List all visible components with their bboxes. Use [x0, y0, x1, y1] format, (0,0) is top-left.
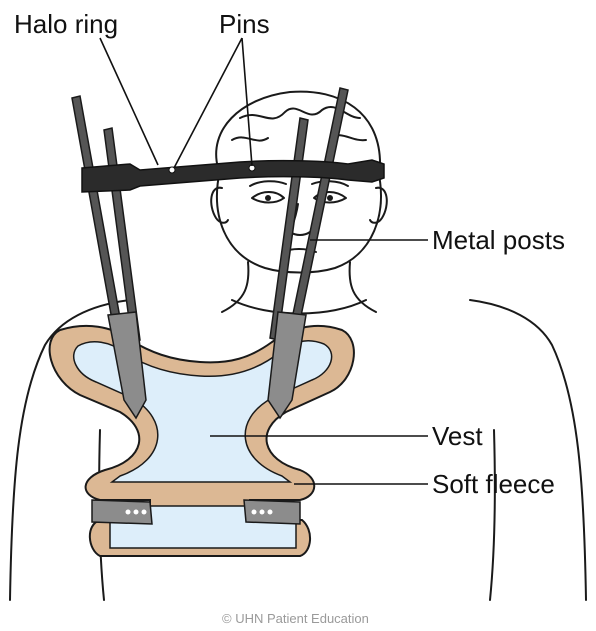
- credit-text: © UHN Patient Education: [222, 611, 369, 626]
- label-halo-ring: Halo ring: [14, 9, 118, 39]
- left-pupil: [265, 195, 271, 201]
- label-soft-fleece: Soft fleece: [432, 469, 555, 499]
- right-pupil: [327, 195, 333, 201]
- label-vest: Vest: [432, 421, 483, 451]
- label-pins: Pins: [219, 9, 270, 39]
- label-metal-posts: Metal posts: [432, 225, 565, 255]
